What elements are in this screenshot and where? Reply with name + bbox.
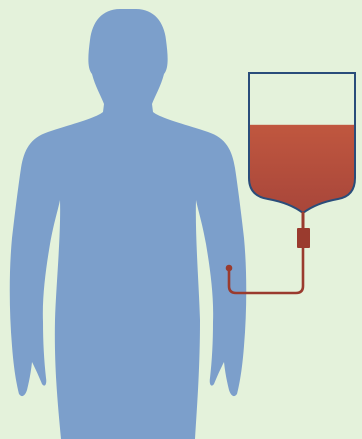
needle-tip [226, 265, 233, 272]
drip-chamber [297, 228, 310, 248]
